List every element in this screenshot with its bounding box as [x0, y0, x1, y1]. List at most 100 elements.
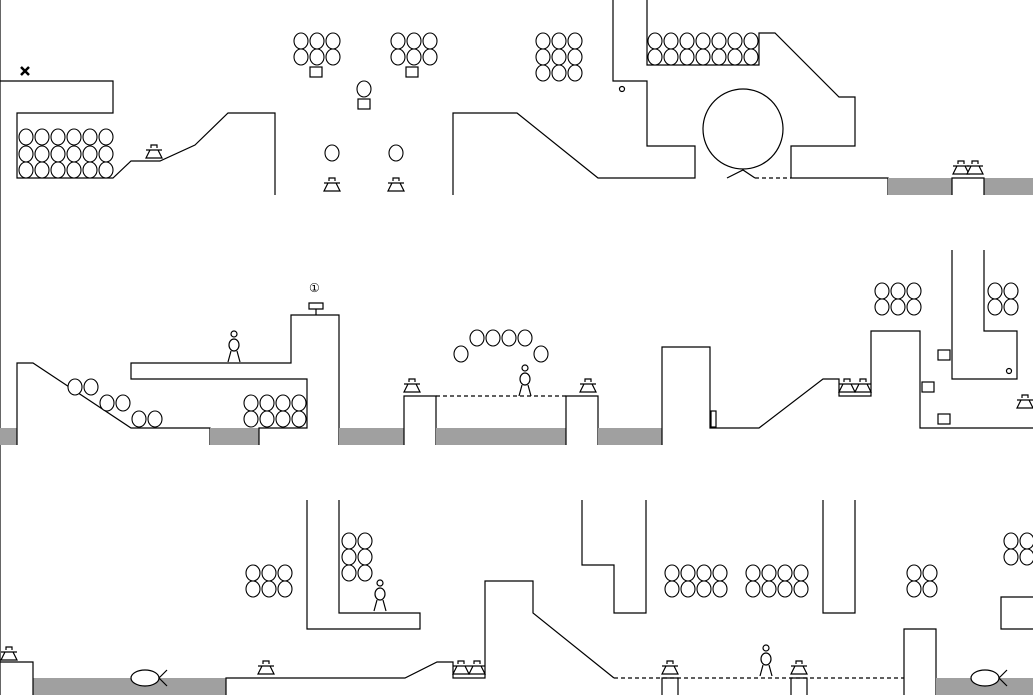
coin: [82, 128, 98, 146]
coin: [1019, 548, 1033, 566]
coin: [131, 410, 147, 428]
coin: [906, 580, 922, 598]
floor-block: [598, 428, 662, 445]
item-box: [937, 349, 951, 361]
coin: [291, 410, 307, 428]
coin: [567, 64, 583, 82]
coin: [743, 48, 759, 66]
coin: [325, 48, 341, 66]
coin: [50, 145, 66, 163]
coin: [291, 394, 307, 412]
coin: [341, 548, 357, 566]
coin: [680, 580, 696, 598]
coin: [357, 532, 373, 550]
coin: [906, 298, 922, 316]
coin: [66, 161, 82, 179]
coin: [356, 80, 372, 98]
spring-enemy-icon: [387, 177, 405, 192]
coin: [761, 564, 777, 582]
coin: [98, 161, 114, 179]
coin: [535, 32, 551, 50]
coin: [745, 580, 761, 598]
pillar: [403, 395, 437, 445]
coin: [1003, 532, 1019, 550]
door-marker: [710, 410, 717, 428]
pillar: [951, 177, 985, 195]
coin: [1003, 298, 1019, 316]
coin: [341, 564, 357, 582]
coin: [388, 144, 404, 162]
coin: [533, 345, 549, 363]
coin: [793, 564, 809, 582]
coin: [243, 394, 259, 412]
coin: [406, 48, 422, 66]
spring-enemy-icon: [966, 160, 984, 175]
coin: [890, 298, 906, 316]
coin: [906, 564, 922, 582]
coin: [711, 48, 727, 66]
item-box: [937, 413, 951, 425]
coin: [793, 580, 809, 598]
coin: [727, 32, 743, 50]
coin: [535, 64, 551, 82]
spring-enemy-icon: [854, 378, 872, 393]
spring-enemy-icon: [452, 660, 470, 675]
coin: [259, 394, 275, 412]
coin: [567, 48, 583, 66]
terrain: [1000, 596, 1033, 630]
spring-enemy-icon: [952, 160, 970, 175]
spring-enemy-icon: [145, 144, 163, 159]
player-character-icon: [373, 579, 387, 612]
coin: [390, 48, 406, 66]
coin: [98, 128, 114, 146]
coin: [99, 394, 115, 412]
floor-block: [888, 178, 952, 195]
coin: [245, 564, 261, 582]
coin: [357, 564, 373, 582]
terrain: [0, 80, 276, 195]
coin: [745, 564, 761, 582]
terrain: [661, 330, 1033, 445]
spring-enemy-icon: [0, 646, 18, 661]
spring-enemy-icon: [790, 660, 808, 675]
spring-enemy-icon: [579, 378, 597, 393]
coin: [453, 345, 469, 363]
coin: [906, 282, 922, 300]
coin: [874, 282, 890, 300]
coin: [115, 394, 131, 412]
coin: [18, 128, 34, 146]
spring-enemy-icon: [323, 177, 341, 192]
floor-block: [436, 428, 566, 445]
coin: [275, 394, 291, 412]
coin: [501, 329, 517, 347]
coin: [485, 329, 501, 347]
floor-block: [33, 678, 226, 695]
small-orb: [1005, 367, 1013, 375]
coin: [922, 564, 938, 582]
coin: [67, 378, 83, 396]
coin: [663, 48, 679, 66]
item-box: [921, 381, 935, 393]
terrain: [726, 169, 756, 179]
coin: [357, 548, 373, 566]
coin: [34, 161, 50, 179]
coin: [34, 128, 50, 146]
coin: [551, 64, 567, 82]
item-box: [357, 98, 371, 110]
floor-block: [0, 428, 17, 445]
coin: [535, 48, 551, 66]
coin: [469, 329, 485, 347]
spring-enemy-icon: [468, 660, 486, 675]
terrain: [130, 314, 340, 445]
spring-enemy-icon: [403, 378, 421, 393]
player-character-icon: [227, 330, 241, 363]
coin: [309, 32, 325, 50]
coin: [83, 378, 99, 396]
coin: [275, 410, 291, 428]
coin: [743, 32, 759, 50]
coin: [647, 32, 663, 50]
coin: [50, 161, 66, 179]
coin: [293, 48, 309, 66]
